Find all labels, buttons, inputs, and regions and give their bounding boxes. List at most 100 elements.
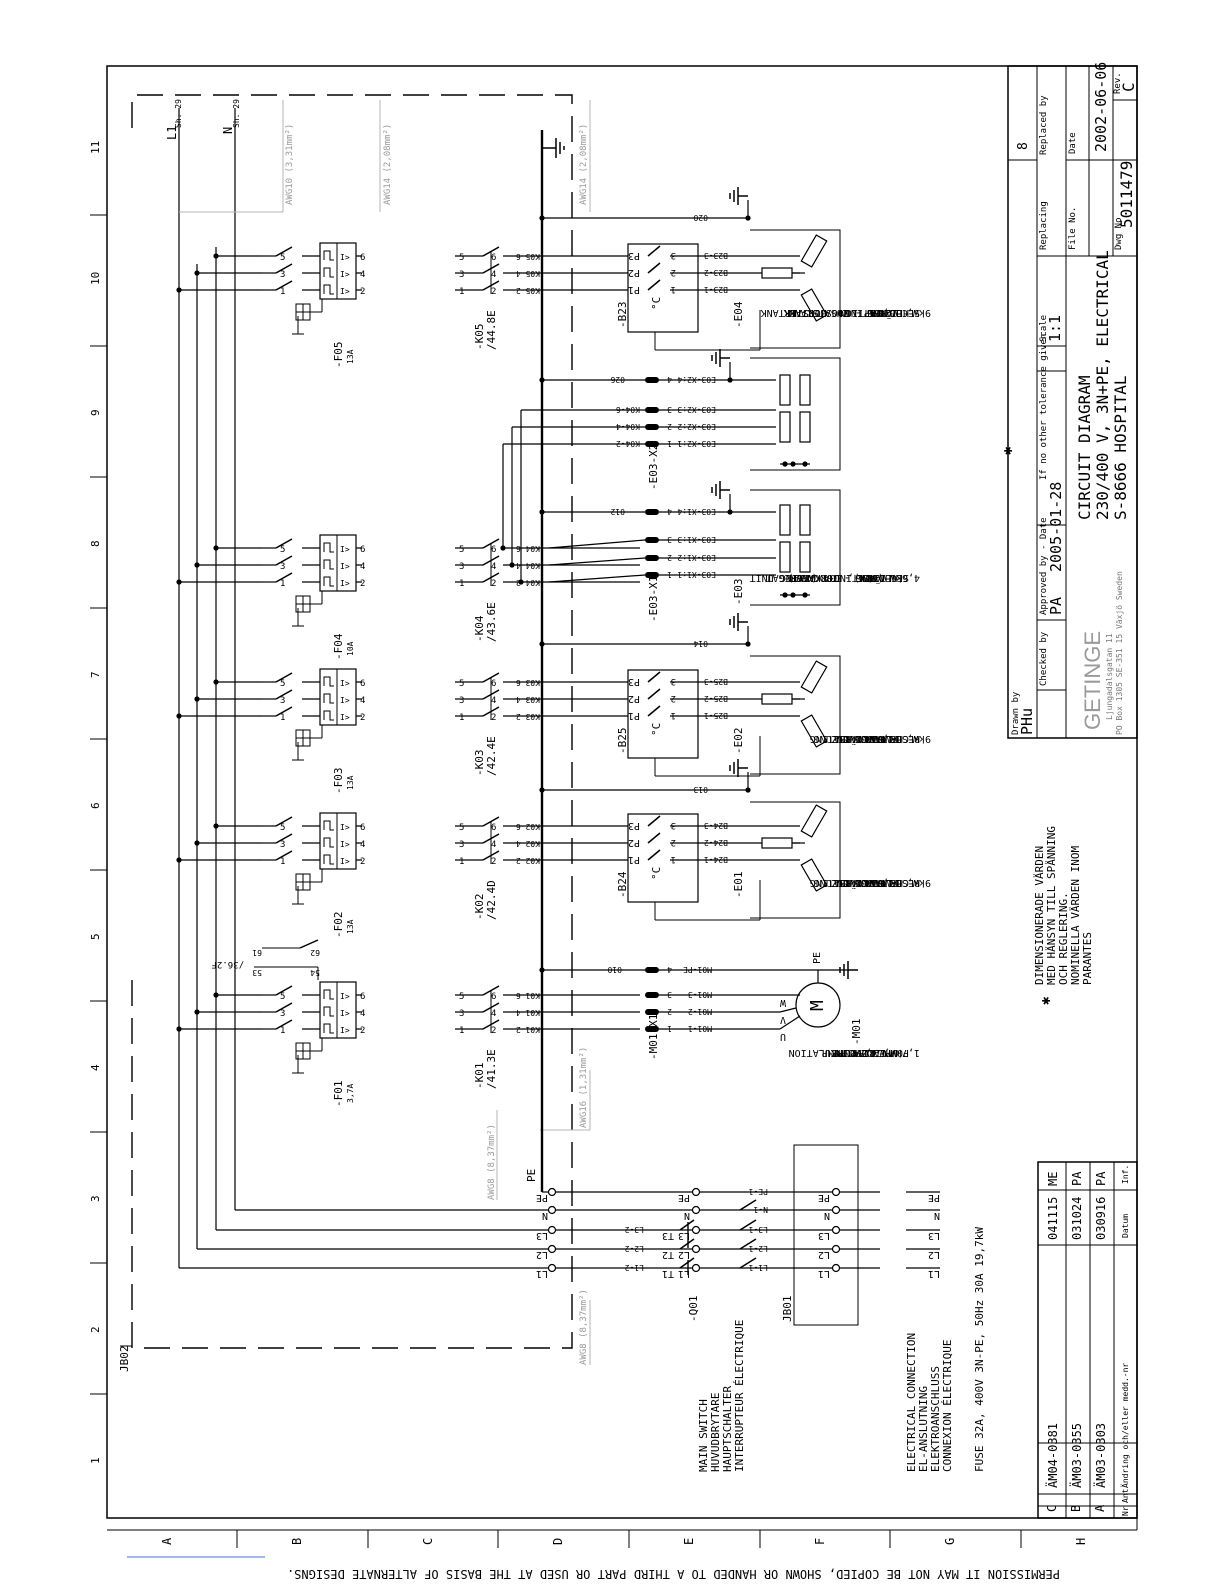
thermal-icon	[323, 837, 334, 848]
dryer-label: HEIZUNG - TROCKNER	[789, 572, 898, 583]
terminal-number: 1	[459, 713, 464, 723]
drawing-title-1: CIRCUIT DIAGRAM	[1075, 376, 1094, 521]
heating-element-icon	[800, 660, 828, 694]
pe-label: PE	[525, 1169, 538, 1182]
breaker-contact	[275, 1002, 293, 1013]
grid-row-label: H	[1074, 1538, 1088, 1545]
wire-tag: B23-2	[704, 268, 728, 277]
dryer-enclosure	[750, 489, 841, 606]
svg-text:FUSE 32A, 400V 3N-PE, 50Hz 30A: FUSE 32A, 400V 3N-PE, 50Hz 30A 19,7kW	[973, 1227, 986, 1472]
junction-dot	[176, 287, 182, 293]
heater-label: TANKVÄRME	[833, 877, 887, 890]
junction-dot	[194, 270, 200, 276]
terminal-number: 4	[360, 270, 365, 280]
svg-text:NOMINELLA VÄRDEN INOM: NOMINELLA VÄRDEN INOM	[1069, 846, 1082, 985]
junction-dot	[727, 377, 733, 383]
ms-mid-label: L1	[678, 1268, 690, 1279]
breaker-contact	[275, 689, 293, 700]
terminal-number: 1	[671, 854, 676, 864]
svg-text:MAIN SWITCH: MAIN SWITCH	[697, 1399, 710, 1472]
magnetic-trip-icon: I>	[340, 857, 350, 866]
wire-tag: L1-1	[749, 1263, 768, 1272]
junction-dot	[194, 840, 200, 846]
pump-label: CIRK.PUMP	[822, 1047, 876, 1058]
switch-blade	[679, 1238, 695, 1250]
magnetic-trip-icon: I>	[340, 679, 350, 688]
ms-out-label: N	[824, 1210, 830, 1221]
thermal-icon	[323, 1023, 334, 1034]
cable-leaders	[179, 100, 591, 1365]
heater-label: 9kW, 13,0A	[871, 877, 931, 888]
aux-term: 53	[252, 968, 262, 977]
terminal-number: 1	[459, 857, 464, 867]
connector-pin	[645, 572, 659, 578]
junction-dot	[213, 545, 219, 551]
terminal-number: 4	[491, 562, 496, 572]
terminal-number: 6	[491, 992, 496, 1002]
wire-tag: K03-4	[516, 695, 540, 704]
terminal-number: 2	[360, 857, 365, 867]
connector-pin	[645, 407, 659, 413]
heater-id: -E04	[732, 301, 745, 328]
junction-dot	[539, 215, 545, 221]
thermostat-contact	[647, 832, 661, 844]
terminal-icon	[831, 1244, 841, 1254]
wire-tag: B25-2	[704, 694, 728, 703]
dryer-label: VÄRME - TORKAGGREGAT	[767, 572, 887, 585]
motor-lead	[779, 1007, 797, 1013]
wire-tag: K03-6	[516, 678, 540, 687]
terminal-number: 3	[280, 840, 285, 850]
thermal-icon	[323, 854, 334, 865]
breaker-contact	[275, 706, 293, 717]
grid-row-label: C	[421, 1538, 435, 1545]
grid-column-label: 3	[89, 1195, 102, 1202]
thermostat-contact	[647, 671, 661, 683]
grid-column-label: 11	[89, 141, 102, 154]
jb02-enclosure	[131, 94, 573, 1349]
svg-text:C: C	[1045, 1505, 1059, 1512]
svg-text:PA: PA	[1070, 1171, 1084, 1186]
drawing-frame	[106, 65, 1138, 1519]
junction-dot	[539, 967, 545, 973]
phase-label: W	[779, 997, 786, 1008]
breaker-body	[319, 668, 357, 726]
thermostat-contact	[647, 688, 661, 700]
heater-label: TANKHEATING	[810, 877, 876, 888]
grid-row-label: A	[160, 1537, 174, 1545]
pole-tag: L3-2	[625, 1225, 644, 1234]
svg-text:5011479: 5011479	[1117, 161, 1136, 228]
terminal-icon	[691, 1263, 701, 1273]
breaker-id: -F04	[332, 633, 345, 660]
svg-text:DIMENSIONERADE VÄRDEN: DIMENSIONERADE VÄRDEN	[1033, 846, 1046, 985]
pe-label: PE	[812, 952, 823, 964]
terminal-number: 1	[280, 713, 285, 723]
terminal-number: 6	[491, 545, 496, 555]
jb01-label: JB01	[781, 1296, 794, 1323]
contactor-id: -K03	[473, 750, 486, 777]
grid-row-label: F	[813, 1538, 827, 1545]
svg-text:Scale: Scale	[1039, 315, 1049, 342]
breaker-contact	[275, 816, 293, 827]
heating-element-icon	[779, 541, 791, 573]
terminal-number: 1	[459, 579, 464, 589]
terminal-number: 5	[280, 992, 285, 1002]
wire-tag: L3-1	[749, 1225, 768, 1234]
terminal-number: 5	[280, 253, 285, 263]
breaker-body	[319, 534, 357, 592]
terminal-icon	[547, 1205, 557, 1215]
svg-text:B: B	[1069, 1505, 1083, 1512]
wire-tag: B23-1	[704, 285, 728, 294]
thermal-icon	[323, 542, 334, 553]
svg-text:ÄM04-0381: ÄM04-0381	[1045, 1423, 1060, 1488]
pump-label: CIRC.PUMP	[833, 1047, 887, 1058]
thermostat-pole: P3	[628, 676, 640, 687]
wire-tag: K02-6	[516, 822, 540, 831]
svg-text:ÄM03-0303: ÄM03-0303	[1093, 1423, 1108, 1488]
thermostat-contact	[647, 705, 661, 717]
pump-connector-label: -M01-X1	[647, 1014, 660, 1060]
